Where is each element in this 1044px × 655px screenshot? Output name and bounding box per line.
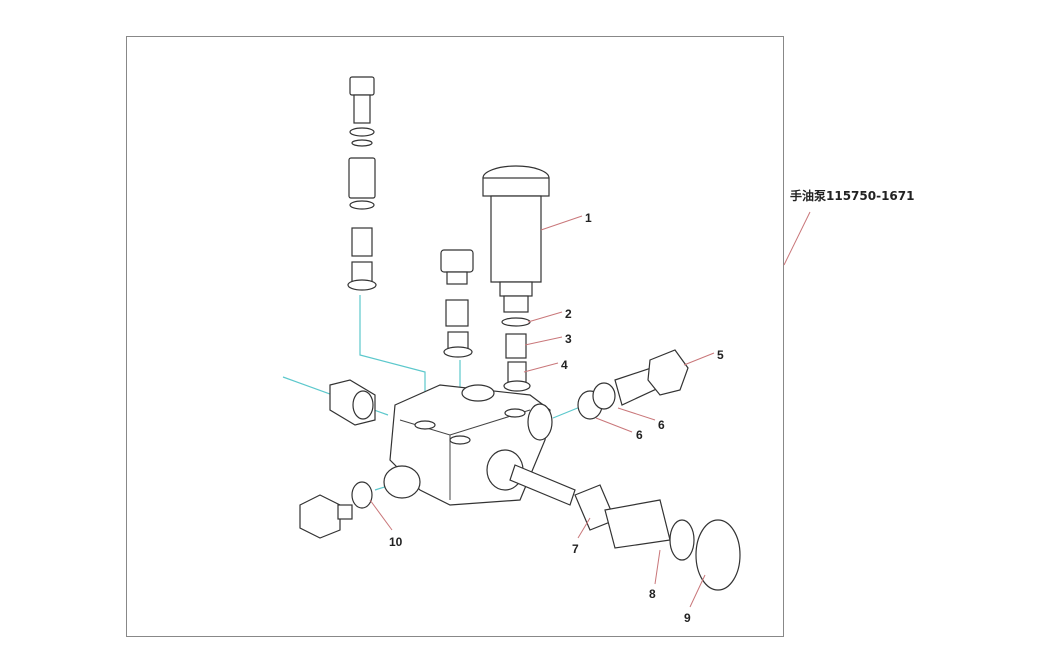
left-nut [329,379,376,426]
callout-9: 9 [684,611,691,625]
right-banjo-bolt [577,349,689,420]
callout-leaders [369,215,715,608]
drawing-frame [126,36,784,637]
banjo-bolt-stack [347,76,377,291]
assembly-label: 手油泵115750-1671 [790,188,914,203]
callout-7: 7 [572,542,579,556]
callout-5: 5 [717,348,724,362]
callout-1: 1 [585,211,592,225]
callout-10: 10 [389,535,403,549]
callout-6b: 6 [636,428,643,442]
callout-4: 4 [561,358,568,372]
pump-body [383,384,576,506]
hand-pump [482,165,550,392]
callout-3: 3 [565,332,572,346]
bottom-parts [299,481,741,591]
callout-8: 8 [649,587,656,601]
assembly-leader-line [783,211,811,266]
plug-valve-stack [440,249,474,358]
callout-2: 2 [565,307,572,321]
callout-labels: 1 2 3 4 5 6 6 7 8 9 10 [389,211,724,625]
callout-6a: 6 [658,418,665,432]
